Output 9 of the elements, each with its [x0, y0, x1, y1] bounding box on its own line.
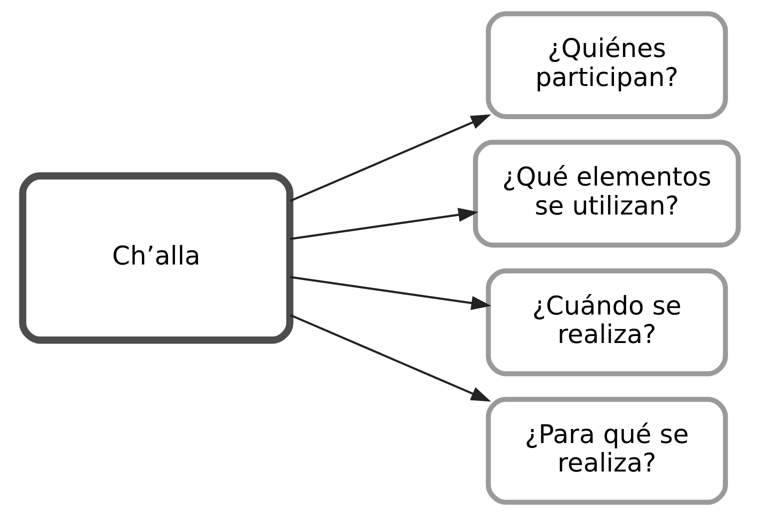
arrow	[290, 208, 478, 240]
node-box: ¿Qué elementos se utilizan?	[472, 140, 740, 248]
node-box: ¿Quiénes participan?	[485, 11, 728, 120]
node-box: ¿Cuándo se realiza?	[485, 268, 728, 376]
arrow	[289, 114, 491, 202]
arrow	[290, 276, 491, 310]
arrow	[289, 314, 491, 402]
node-box: ¿Para qué se realiza?	[485, 396, 728, 505]
node-box: Ch’alla	[18, 172, 293, 344]
